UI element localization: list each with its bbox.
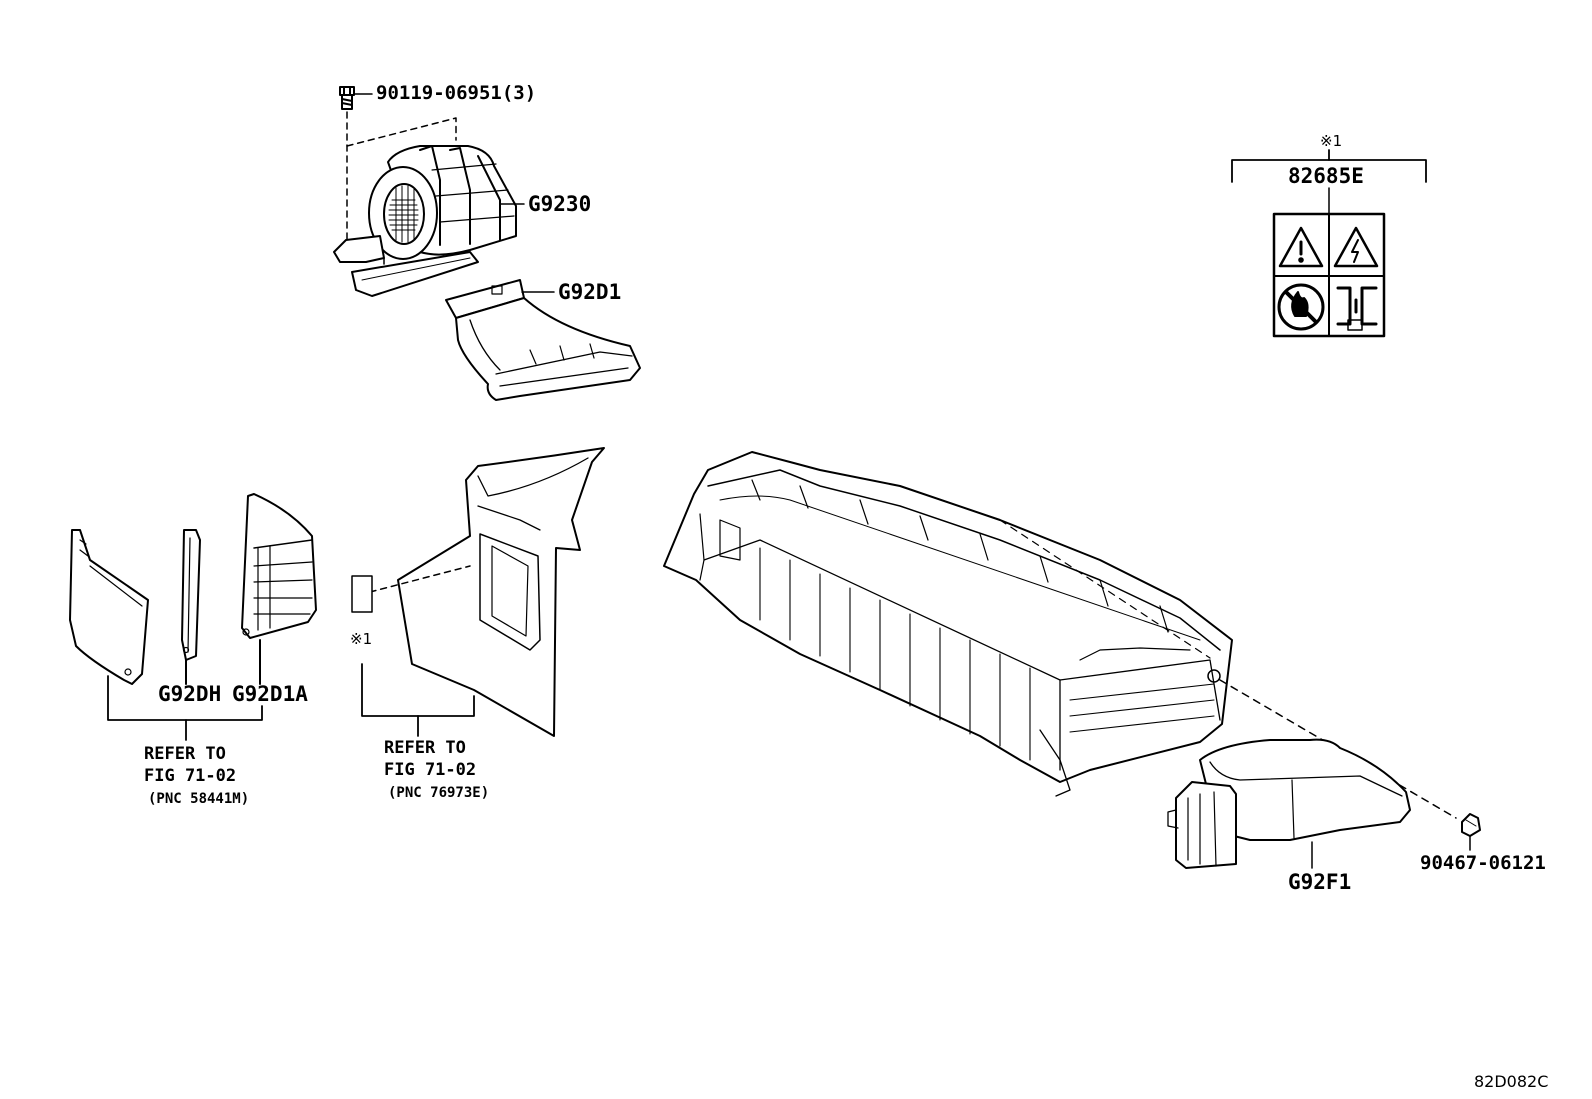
label-clip-90467-06121: 90467-06121 [1420, 852, 1546, 874]
label-82685e: 82685E [1288, 164, 1364, 188]
note-marker-top: ※1 [1320, 132, 1343, 150]
high-voltage-icon [1333, 226, 1379, 268]
bolt-icon [339, 86, 355, 110]
diagram-id: 82D082C [1474, 1072, 1549, 1091]
warning-triangle-icon [1278, 226, 1324, 268]
g92dh-part [181, 529, 201, 685]
refer-to-1-pnc: (PNC 58441M) [148, 791, 250, 807]
label-bolt-90119-06951: 90119-06951(3) [376, 82, 537, 104]
refer-to-1-line1: REFER TO [144, 744, 226, 764]
refer-to-2-line2: FIG 71-02 [384, 760, 477, 780]
label-g92d1: G92D1 [558, 280, 622, 304]
label-g92d1a: G92D1A [232, 682, 308, 706]
note-marker-left: ※1 [350, 630, 373, 648]
label-g92dh: G92DH [158, 682, 222, 706]
g92d1a-part [241, 493, 317, 685]
hybrid-battery-assembly [663, 451, 1457, 819]
left-cover-panel [69, 529, 149, 685]
battery-cover [1167, 738, 1411, 869]
clip-icon [1461, 813, 1481, 851]
refer-to-2-pnc: (PNC 76973E) [388, 785, 490, 801]
caution-label-bracket [1231, 149, 1427, 215]
label-g92f1: G92F1 [1288, 870, 1352, 894]
air-duct [445, 279, 641, 401]
caution-label-plate [1272, 212, 1386, 338]
note-sticker [351, 575, 373, 613]
no-fire-icon [1277, 283, 1325, 331]
label-g9230: G9230 [528, 192, 592, 216]
blower-assembly [333, 145, 525, 297]
battery-symbol-icon [1336, 286, 1378, 331]
refer-to-1-line2: FIG 71-02 [144, 766, 237, 786]
refer-to-2-line1: REFER TO [384, 738, 466, 758]
side-trim-panel [369, 447, 605, 737]
